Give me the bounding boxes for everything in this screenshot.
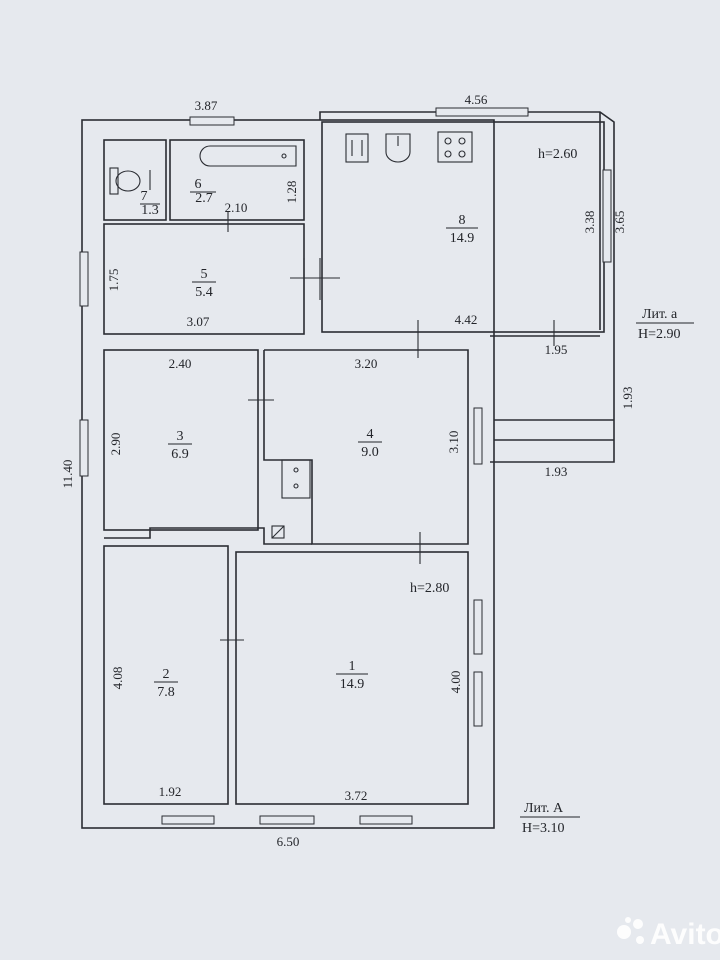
watermark-text: Avito bbox=[650, 918, 720, 951]
window bbox=[473, 599, 483, 655]
room-8-area: 14.9 bbox=[450, 231, 475, 246]
dim-r4-height: 3.10 bbox=[446, 431, 461, 454]
room-7-area: 1.3 bbox=[141, 203, 159, 218]
litera-A-title: Лит. А bbox=[524, 801, 564, 816]
room-outlines bbox=[103, 121, 605, 805]
dim-top-left: 3.87 bbox=[195, 98, 218, 113]
dim-annex-bottom: 1.93 bbox=[545, 464, 568, 479]
room-2-outline bbox=[103, 545, 229, 805]
litera-a-block: Лит. а H=2.90 bbox=[636, 307, 694, 342]
stove-icon bbox=[437, 131, 473, 163]
sink-icon bbox=[345, 133, 369, 163]
dim-r2-width: 1.92 bbox=[159, 784, 182, 799]
room-6-area: 2.7 bbox=[195, 191, 213, 206]
bathtub-icon bbox=[199, 145, 297, 167]
toilet-icon bbox=[109, 167, 141, 195]
dimension-labels: 3.87 4.56 2.10 1.28 1.75 3.07 3.38 3.65 … bbox=[60, 92, 635, 849]
dim-r1-height: 4.00 bbox=[448, 671, 463, 694]
dim-r5-height: 1.75 bbox=[106, 269, 121, 292]
avito-logo-icon bbox=[617, 925, 631, 939]
room-7-number: 7 bbox=[141, 189, 148, 204]
room-3-area: 6.9 bbox=[171, 447, 189, 462]
dim-r6-height: 1.28 bbox=[284, 181, 299, 204]
room-7-outline bbox=[103, 139, 167, 221]
dim-r1-width: 3.72 bbox=[345, 788, 368, 803]
dim-r6-bottom: 2.10 bbox=[225, 200, 248, 215]
room-3-outline bbox=[103, 349, 259, 531]
room-2-number: 2 bbox=[163, 667, 170, 682]
room-1-outline bbox=[235, 551, 469, 805]
window bbox=[259, 815, 315, 825]
washbasin-icon bbox=[385, 133, 411, 163]
dim-left-total: 11.40 bbox=[60, 460, 75, 489]
window bbox=[189, 116, 235, 126]
room-6-outline bbox=[169, 139, 305, 221]
window bbox=[79, 419, 89, 477]
avito-watermark: Avito bbox=[617, 917, 720, 951]
chimney-icon bbox=[271, 525, 285, 539]
dim-top-right: 4.56 bbox=[465, 92, 488, 107]
room-2-area: 7.8 bbox=[157, 685, 175, 700]
room-6-number: 6 bbox=[195, 177, 202, 192]
room-1-area: 14.9 bbox=[340, 677, 365, 692]
window bbox=[359, 815, 413, 825]
room-5-number: 5 bbox=[201, 267, 208, 282]
door-marks bbox=[149, 170, 555, 641]
dim-r2-height: 4.08 bbox=[110, 667, 125, 690]
room-5-area: 5.4 bbox=[195, 285, 213, 300]
dim-r8-inner: 3.38 bbox=[582, 211, 597, 234]
dim-r8-outer: 3.65 bbox=[612, 211, 627, 234]
dim-r3-height: 2.90 bbox=[108, 433, 123, 456]
litera-a-title: Лит. а bbox=[642, 307, 678, 322]
dim-annex-side: 1.93 bbox=[620, 387, 635, 410]
dim-bottom: 6.50 bbox=[277, 834, 300, 849]
kitchen-height: h=2.60 bbox=[538, 147, 577, 162]
room-4-area: 9.0 bbox=[361, 445, 379, 460]
room-4-number: 4 bbox=[367, 427, 374, 442]
hall-outline bbox=[104, 527, 312, 545]
furnace-icon bbox=[281, 459, 311, 499]
dim-r8-width: 4.42 bbox=[455, 312, 478, 327]
room-labels: 7 6 5 8 3 4 2 1 1.3 2.7 5.4 14.9 6.9 9.0… bbox=[140, 177, 478, 700]
litera-A-height: H=3.10 bbox=[522, 821, 565, 836]
living-height: h=2.80 bbox=[410, 581, 449, 596]
dim-annex-top: 1.95 bbox=[545, 342, 568, 357]
window bbox=[473, 407, 483, 465]
window bbox=[79, 251, 89, 307]
window bbox=[602, 169, 612, 263]
room-3-number: 3 bbox=[177, 429, 184, 444]
window bbox=[473, 671, 483, 727]
windows bbox=[79, 107, 612, 825]
room-8-number: 8 bbox=[459, 213, 466, 228]
dim-r3-width: 2.40 bbox=[169, 356, 192, 371]
window bbox=[161, 815, 215, 825]
fixtures bbox=[109, 131, 473, 539]
litera-A-block: Лит. А H=3.10 bbox=[520, 801, 580, 836]
window bbox=[435, 107, 529, 117]
dim-r5-width: 3.07 bbox=[187, 314, 210, 329]
litera-a-height: H=2.90 bbox=[638, 327, 681, 342]
dim-r4-width: 3.20 bbox=[355, 356, 378, 371]
room-1-number: 1 bbox=[349, 659, 356, 674]
